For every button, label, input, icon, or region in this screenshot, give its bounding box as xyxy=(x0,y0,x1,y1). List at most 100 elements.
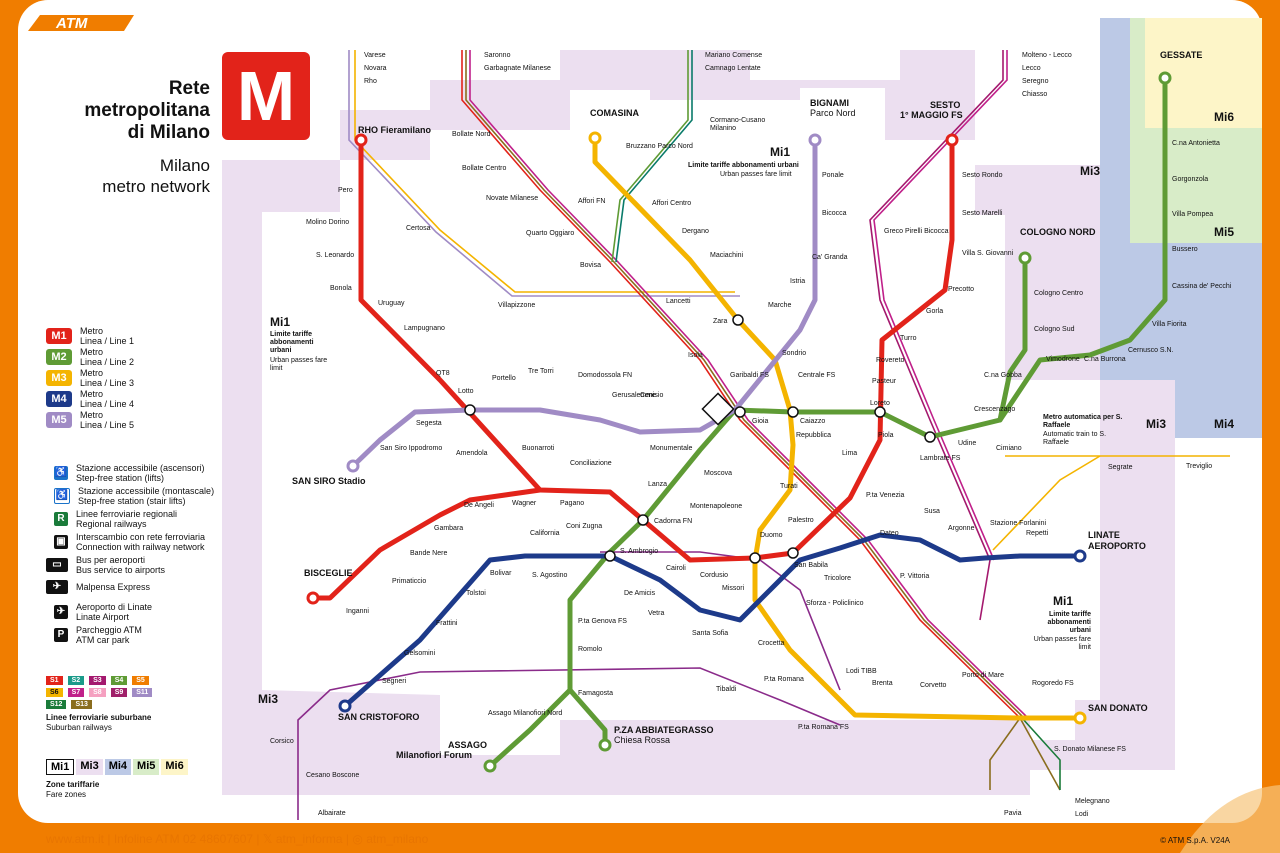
zone-note-mi1-b-en: Urban passes fare limit xyxy=(720,171,792,178)
zone-label-mi1-c: Mi1 xyxy=(1053,594,1074,608)
station-gerusalemme: Gerusalemme xyxy=(612,392,656,399)
station-caiazzo: Caiazzo xyxy=(800,418,826,425)
station-missori: Missori xyxy=(722,585,745,592)
parking-icon: P xyxy=(54,628,68,642)
rail-varese: Varese xyxy=(364,52,386,59)
terminal-sansiro: SAN SIRO Stadio xyxy=(292,476,366,486)
station-cairoli: Cairoli xyxy=(666,565,686,572)
station-california: California xyxy=(530,530,560,537)
node-zara xyxy=(732,314,744,326)
infoline[interactable]: Infoline ATM 02 48607607 xyxy=(113,832,254,846)
station-lanza: Lanza xyxy=(648,481,668,488)
website-link[interactable]: www.atm.it xyxy=(46,832,105,846)
station-cagranda: Ca' Granda xyxy=(812,254,848,261)
station-villasg: Villa S. Giovanni xyxy=(962,250,1014,257)
station-lodi: Lodi TIBB xyxy=(846,668,877,675)
legend-lift: ♿ Stazione accessibile (ascensori)Step-f… xyxy=(54,463,205,483)
rail-lecco: Molteno - Lecco xyxy=(1022,52,1072,59)
station-pero: Pero xyxy=(338,187,353,194)
station-segneri: Segneri xyxy=(382,678,407,685)
station-cenisio: Cenisio xyxy=(640,392,664,399)
station-garibaldi: Garibaldi FS xyxy=(730,372,769,379)
station-portavenezia: P.ta Venezia xyxy=(866,492,905,499)
station-quarto: Quarto Oggiaro xyxy=(526,230,575,237)
bus-icon: ▭ xyxy=(46,558,68,572)
zone-label-mi3-b: Mi3 xyxy=(1146,417,1167,431)
station-pasteur: Pasteur xyxy=(872,378,897,385)
atm-logo[interactable]: ATM xyxy=(22,8,140,38)
station-amendola: Amendola xyxy=(456,450,488,457)
station-dergano: Dergano xyxy=(682,228,709,235)
metro-logo-letter: M xyxy=(236,57,296,135)
station-portello: Portello xyxy=(492,375,516,382)
station-rovereto: Rovereto xyxy=(876,357,905,364)
malpensa-express-icon: ✈ xyxy=(46,580,68,594)
x-handle[interactable]: atm_informa xyxy=(275,832,343,846)
station-lima: Lima xyxy=(842,450,858,457)
station-sleonardo: S. Leonardo xyxy=(316,252,355,259)
station-gambara: Gambara xyxy=(434,525,464,532)
subtitle-line-1: Milano xyxy=(159,156,210,175)
station-romolo: Romolo xyxy=(578,646,603,653)
title-line-3: di Milano xyxy=(127,122,210,143)
station-gelsomini: Gelsomini xyxy=(404,650,436,657)
terminal-bisceglie: BISCEGLIE xyxy=(304,568,353,578)
station-gioia: Gioia xyxy=(752,418,769,425)
instagram-handle[interactable]: atm_milano xyxy=(366,832,429,846)
rail-melegnano: Melegnano xyxy=(1075,798,1110,805)
station-bonola: Bonola xyxy=(330,285,352,292)
station-genova: P.ta Genova FS xyxy=(578,618,627,625)
fare-zones-en: Fare zones xyxy=(46,790,87,799)
station-antonietta: C.na Antonietta xyxy=(1172,140,1220,147)
zone-label-mi3-c: Mi3 xyxy=(258,692,279,706)
node-cadorna xyxy=(637,514,649,526)
m4-badge: M4 xyxy=(46,391,72,407)
instagram-icon: ◎ xyxy=(352,832,363,846)
rail-chiasso: Chiasso xyxy=(1022,91,1048,98)
rail-rho: Rho xyxy=(364,78,377,85)
m4-en: Linea / Line 4 xyxy=(80,399,135,409)
station-gorla: Gorla xyxy=(926,308,944,315)
terminal-sandonato: SAN DONATO xyxy=(1088,703,1148,713)
rail-garbagnate: Garbagnate Milanese xyxy=(484,65,551,72)
station-sesto: Sesto Rondo xyxy=(962,172,1003,179)
station-monumentale: Monumentale xyxy=(650,445,693,452)
terminal-sesto-2: 1° MAGGIO FS xyxy=(900,110,963,120)
terminal-sesto: SESTO xyxy=(930,100,961,110)
station-colognosud: Cologno Sud xyxy=(1034,326,1075,333)
map-subtitle: Milano metro network xyxy=(60,155,210,197)
station-sandonatofs: S. Donato Milanese FS xyxy=(1054,746,1126,753)
station-affori: Affori FN xyxy=(578,198,606,205)
rail-novara: Novara xyxy=(364,65,387,72)
suburban-codes: S1 S2 S3 S4 S5 S6 S7 S8 S9 S11 S12 S13 xyxy=(46,676,156,709)
zone-label-mi4: Mi4 xyxy=(1214,417,1235,431)
station-cernusco: Cernusco S.N. xyxy=(1128,347,1174,354)
legend-malpensa: ✈ Malpensa Express xyxy=(46,580,150,594)
station-lampugnano: Lampugnano xyxy=(404,325,445,332)
station-cassina: Cassina de' Pecchi xyxy=(1172,283,1232,290)
node-santambrogio xyxy=(604,550,616,562)
station-susa: Susa xyxy=(924,508,940,515)
rail-mariano: Mariano Comense xyxy=(705,52,763,59)
rail-camnago: Camnago Lentate xyxy=(705,65,761,72)
m3-en: Linea / Line 3 xyxy=(80,378,135,388)
m4-it: Metro xyxy=(80,389,104,399)
station-sestomarelli: Sesto Marelli xyxy=(962,210,1003,217)
terminal-abbiategrasso: P.ZA ABBIATEGRASSO xyxy=(614,725,714,735)
station-argonne: Argonne xyxy=(948,525,975,532)
terminal-linate: LINATE xyxy=(1088,530,1120,540)
station-marche: Marche xyxy=(768,302,792,309)
station-frattini: Frattini xyxy=(436,620,458,627)
terminal-comasina: COMASINA xyxy=(590,108,639,118)
station-santambrogio: S. Ambrogio xyxy=(620,548,659,555)
station-villapompea: Villa Pompea xyxy=(1172,211,1214,218)
station-zara: Zara xyxy=(713,318,728,325)
suburban-legend-it: Linee ferroviarie suburbane xyxy=(46,713,152,722)
station-vetra: Vetra xyxy=(648,610,665,617)
m3-badge: M3 xyxy=(46,370,72,386)
station-primaticcio: Primaticcio xyxy=(392,578,427,585)
